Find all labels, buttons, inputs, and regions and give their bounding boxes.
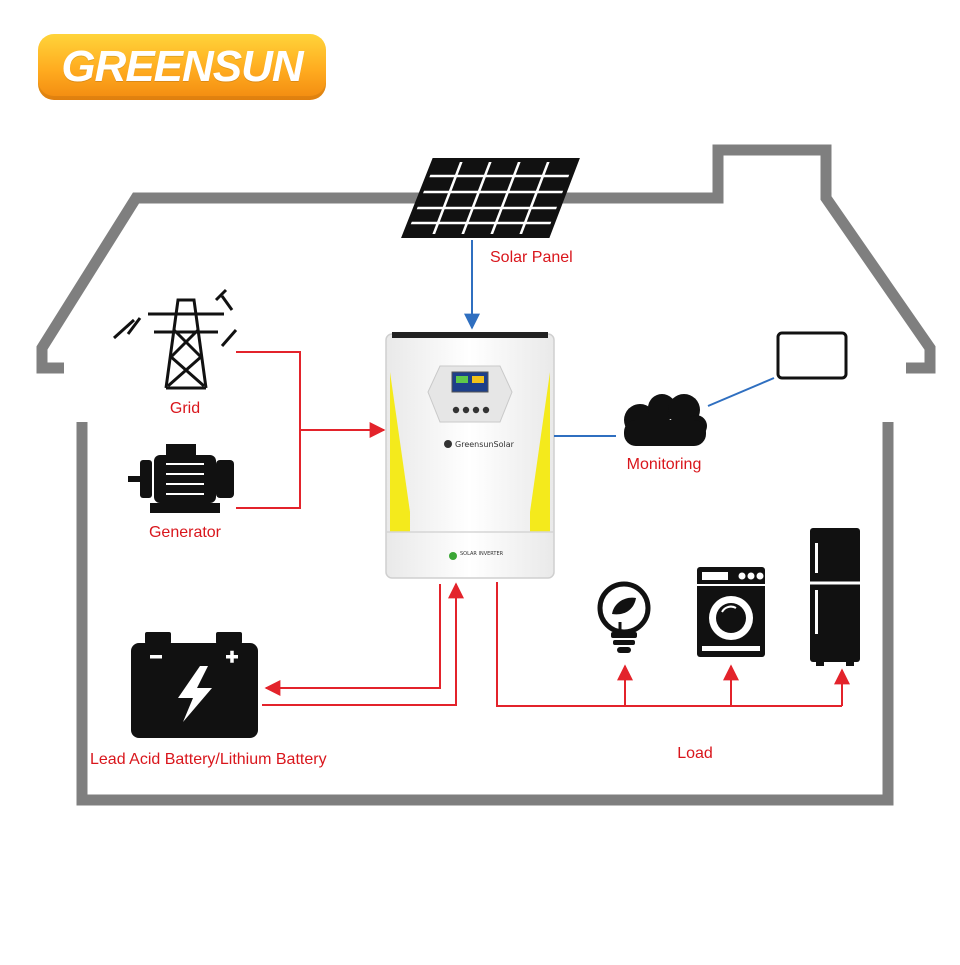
solar-panel-icon [401,158,580,238]
battery-icon [131,632,258,738]
refrigerator-icon [810,528,860,666]
grid-label: Grid [170,400,200,417]
grid-generator-flow [236,351,386,509]
washing-machine-icon [697,567,765,657]
load-label: Load [677,745,713,762]
generator-label: Generator [149,524,222,541]
battery-flow [262,582,464,706]
load-flow [496,582,850,707]
cloud-icon [624,394,707,446]
inverter-icon: GreensunSolar SOLAR INVERTER [385,332,555,579]
power-tower-icon [112,288,238,390]
inverter-brand-text: GreensunSolar [455,440,515,449]
generator-icon [128,444,234,513]
solar-panel-label: Solar Panel [490,249,573,266]
tablet-icon [776,331,848,380]
inverter-model-text: SOLAR INVERTER [460,551,504,557]
battery-label: Lead Acid Battery/Lithium Battery [90,751,327,768]
monitoring-link [554,377,775,437]
monitoring-label: Monitoring [627,456,702,473]
logo-text: GREENSUN [61,42,303,91]
light-bulb-icon [597,581,651,653]
greensun-logo: GREENSUN [38,34,326,100]
house-outline [36,144,936,806]
